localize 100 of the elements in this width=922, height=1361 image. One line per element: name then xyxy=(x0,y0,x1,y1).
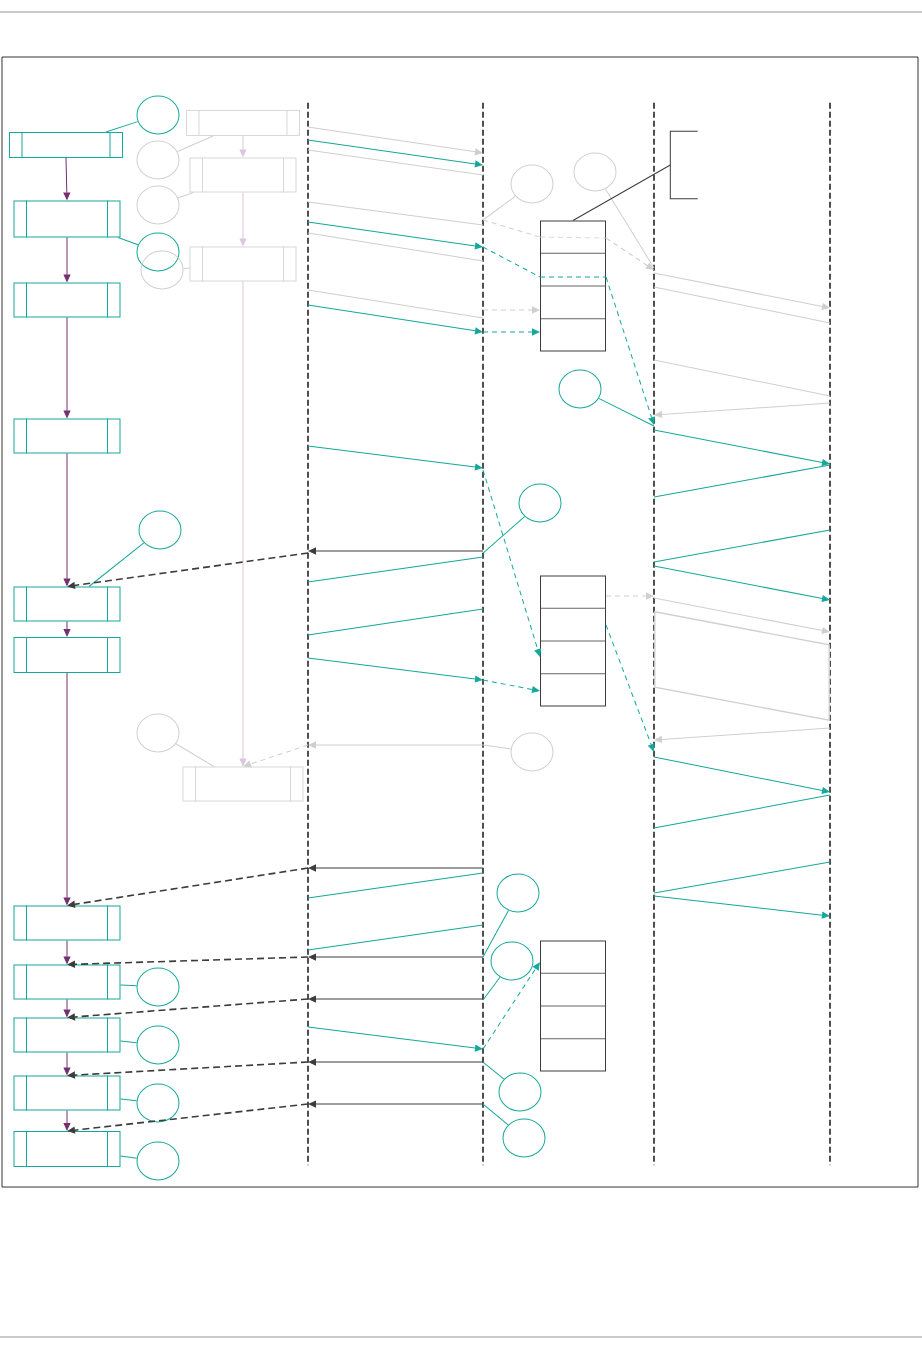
arrow xyxy=(239,135,247,157)
callout-circle xyxy=(136,95,180,135)
arrow xyxy=(653,565,830,602)
arrow xyxy=(308,864,484,872)
arrow xyxy=(307,139,483,168)
arrow xyxy=(308,547,484,555)
arrow xyxy=(653,597,830,634)
arrow xyxy=(653,429,830,466)
leader-line xyxy=(120,984,138,987)
process-box xyxy=(13,1075,121,1111)
callout-circle xyxy=(502,1118,546,1158)
callout-circle xyxy=(140,250,184,290)
leader-line xyxy=(105,121,139,133)
arrow xyxy=(605,237,654,270)
leader-line xyxy=(88,542,145,587)
process-box xyxy=(13,282,121,318)
process-box xyxy=(189,246,297,282)
process-box xyxy=(13,964,121,1000)
connector-line xyxy=(307,872,484,899)
leader-line xyxy=(117,237,139,246)
process-box xyxy=(9,131,123,159)
connector-line xyxy=(653,861,831,894)
arrow xyxy=(63,999,71,1017)
leader-line xyxy=(482,1061,505,1080)
arrow xyxy=(63,453,71,586)
arrow xyxy=(482,306,540,314)
callout-circle xyxy=(136,1141,180,1181)
process-box xyxy=(13,200,121,238)
process-box xyxy=(13,586,121,622)
arrow xyxy=(653,756,830,794)
arrow xyxy=(239,192,247,246)
arrow xyxy=(653,895,830,919)
leader-line xyxy=(482,516,526,554)
callout-circle xyxy=(138,510,182,550)
leader-line xyxy=(120,1098,138,1102)
callout-circle xyxy=(498,1072,542,1112)
callout-circle xyxy=(136,140,180,180)
leader-line xyxy=(604,188,655,269)
leader-line xyxy=(482,976,501,1001)
connector-line xyxy=(307,924,484,951)
connector-line xyxy=(653,529,831,563)
connector-line xyxy=(307,232,484,262)
arrow xyxy=(654,402,831,418)
arrow xyxy=(482,962,540,1050)
connector-line xyxy=(307,289,484,319)
connector-line xyxy=(653,794,831,829)
arrow xyxy=(63,672,71,905)
arrow xyxy=(653,272,830,310)
leader-line xyxy=(482,195,516,221)
arrow xyxy=(307,221,483,250)
callout-circle xyxy=(490,941,534,981)
process-box xyxy=(182,766,304,802)
callout-circle xyxy=(136,713,180,753)
arrow xyxy=(605,276,655,425)
callout-circle xyxy=(510,164,554,204)
arrow xyxy=(308,995,484,1003)
arrow xyxy=(63,317,71,418)
arrow xyxy=(605,624,655,752)
arrow xyxy=(308,1058,484,1066)
arrow xyxy=(63,237,71,282)
leader-line xyxy=(572,164,671,221)
leader-line xyxy=(482,910,509,958)
connector-line xyxy=(653,464,831,498)
arrow xyxy=(308,953,484,961)
stacked-cells-box xyxy=(539,220,607,352)
leader-line xyxy=(120,1040,138,1044)
process-box xyxy=(13,636,121,674)
callout-circle xyxy=(573,152,617,192)
process-box xyxy=(13,1130,121,1168)
callout-circle xyxy=(518,483,562,523)
arrow xyxy=(243,744,309,768)
leader-line xyxy=(176,135,214,153)
process-box xyxy=(189,157,297,193)
arrow xyxy=(307,657,483,683)
arrow xyxy=(307,445,483,471)
leader-line xyxy=(120,1155,138,1159)
connector-line xyxy=(307,556,484,583)
process-box xyxy=(186,109,300,137)
arrow xyxy=(605,592,654,600)
arrow xyxy=(307,1026,483,1052)
connector-line xyxy=(653,359,831,397)
arrow xyxy=(63,1052,71,1075)
arrow xyxy=(308,741,484,749)
arrow xyxy=(482,469,542,657)
callout-circle xyxy=(496,873,540,913)
stacked-cells-box xyxy=(539,575,607,707)
arrow xyxy=(63,621,71,637)
leader-line xyxy=(177,192,194,199)
callout-circle xyxy=(136,1025,180,1065)
process-box xyxy=(13,905,121,941)
leader-line xyxy=(482,744,512,750)
arrow xyxy=(63,1110,71,1131)
connector-line xyxy=(307,149,484,176)
leader-line xyxy=(182,267,190,269)
arrow xyxy=(654,727,831,743)
connector-line xyxy=(653,286,831,324)
connector-line xyxy=(482,219,541,238)
bracket xyxy=(669,130,699,200)
arrow xyxy=(482,328,540,336)
arrow xyxy=(482,679,540,693)
